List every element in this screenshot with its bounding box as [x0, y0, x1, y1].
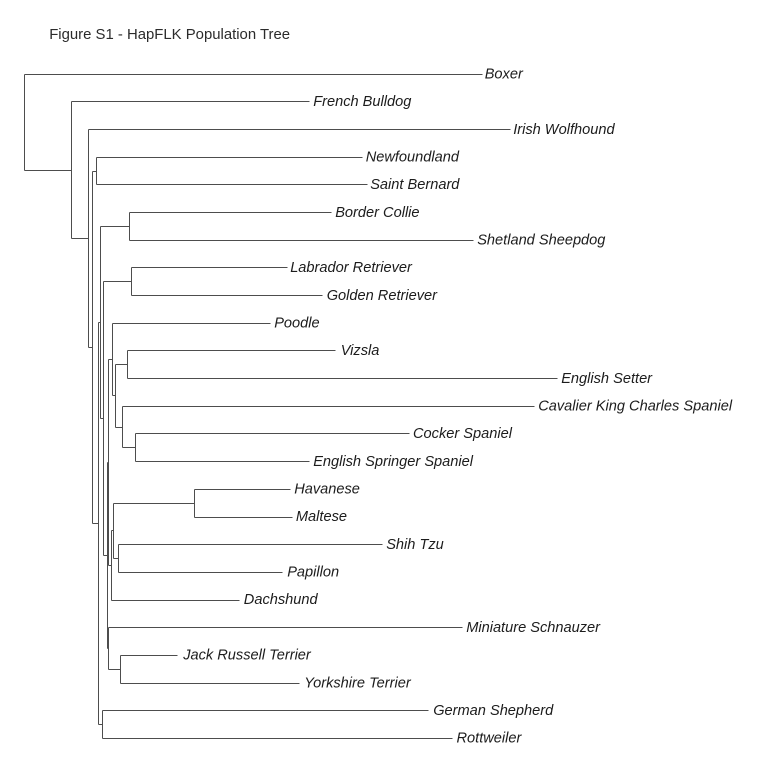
svg-text:Papillon: Papillon — [287, 565, 339, 581]
svg-text:Newfoundland: Newfoundland — [366, 149, 460, 165]
svg-text:English Setter: English Setter — [561, 371, 653, 387]
svg-text:Cavalier King Charles Spaniel: Cavalier King Charles Spaniel — [538, 399, 733, 415]
svg-text:Irish Wolfhound: Irish Wolfhound — [513, 122, 615, 138]
svg-text:Rottweiler: Rottweiler — [457, 731, 523, 747]
svg-text:Golden Retriever: Golden Retriever — [327, 288, 438, 304]
svg-text:Shih Tzu: Shih Tzu — [386, 537, 444, 553]
svg-text:English Springer Spaniel: English Springer Spaniel — [313, 454, 474, 470]
svg-text:French Bulldog: French Bulldog — [313, 94, 411, 110]
svg-text:Maltese: Maltese — [296, 509, 347, 525]
svg-text:Boxer: Boxer — [485, 66, 524, 82]
svg-text:Labrador Retriever: Labrador Retriever — [290, 260, 413, 276]
svg-text:Vizsla: Vizsla — [341, 343, 380, 359]
svg-text:Poodle: Poodle — [274, 316, 319, 332]
svg-text:Figure S1 - HapFLK Population: Figure S1 - HapFLK Population Tree — [49, 27, 290, 43]
svg-text:Jack Russell Terrier: Jack Russell Terrier — [182, 648, 312, 664]
svg-text:Dachshund: Dachshund — [244, 592, 319, 608]
svg-text:Yorkshire Terrier: Yorkshire Terrier — [304, 675, 412, 691]
svg-text:Miniature Schnauzer: Miniature Schnauzer — [466, 620, 601, 636]
svg-text:Cocker Spaniel: Cocker Spaniel — [413, 426, 513, 442]
svg-text:Saint Bernard: Saint Bernard — [370, 177, 460, 193]
svg-text:Havanese: Havanese — [294, 482, 360, 498]
svg-text:German Shepherd: German Shepherd — [433, 703, 554, 719]
svg-text:Shetland Sheepdog: Shetland Sheepdog — [477, 232, 605, 248]
svg-text:Border Collie: Border Collie — [335, 205, 419, 221]
